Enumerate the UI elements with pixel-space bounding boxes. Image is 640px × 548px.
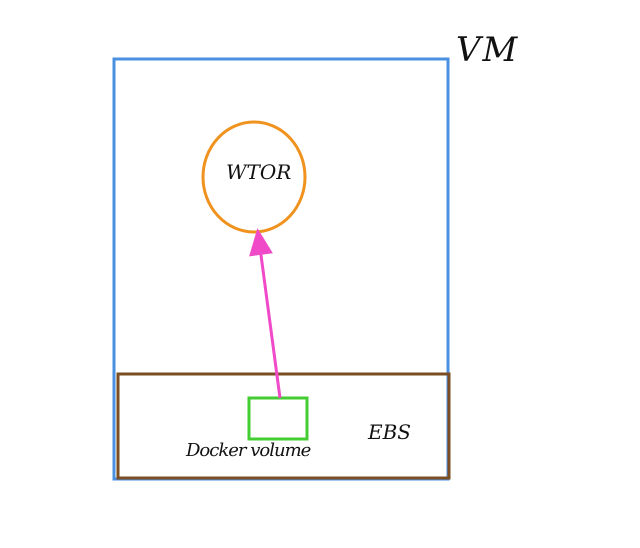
volume-label: Docker volume (186, 440, 311, 461)
volume-box (247, 396, 309, 441)
storage-box (116, 372, 451, 480)
storage-label: EBS (368, 420, 411, 444)
mount-arrow (249, 228, 282, 399)
node-label: WTOR (226, 160, 292, 184)
vm-label: VM (456, 30, 520, 70)
vm-box (112, 57, 450, 481)
